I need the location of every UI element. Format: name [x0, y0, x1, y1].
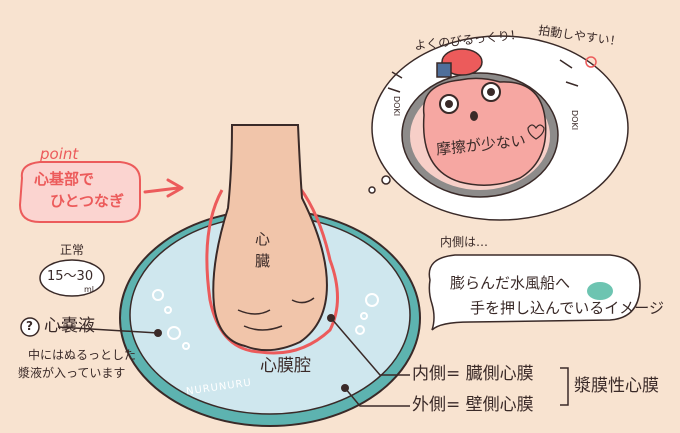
inner-layer-label: 内側= 臓側心膜	[412, 364, 534, 384]
pulse-ring-icon	[585, 56, 597, 68]
outer-pointer-line	[344, 387, 410, 407]
motion-marks-left	[387, 71, 403, 93]
heart-label-1: 心	[255, 230, 271, 248]
red-hat-icon	[441, 48, 483, 76]
point-line-1: 心基部で	[34, 170, 95, 188]
heart-small-icon	[527, 124, 545, 140]
outer-layer-label: 外側= 壁側心膜	[412, 395, 534, 415]
doki-right: DOKI	[570, 110, 579, 131]
normal-label: 正常	[60, 243, 85, 257]
normal-volume-bubble	[39, 259, 105, 297]
point-label: point	[40, 145, 79, 163]
arm	[212, 124, 328, 352]
point-line-2: ひとつなぎ	[50, 192, 124, 210]
doki-left: DOKI	[392, 96, 401, 117]
fluid-desc-1: 中にはぬるっとした	[28, 348, 137, 362]
cavity-label: 心膜腔	[260, 356, 311, 376]
balloon-line-1: 膨らんだ水風船へ	[450, 274, 571, 292]
hat-band	[436, 62, 452, 78]
balloon-line-2: 手を押し込んでいるイメージ	[470, 299, 664, 317]
motion-marks-right	[559, 59, 579, 87]
serous-bracket	[560, 367, 569, 406]
normal-unit: ml	[84, 285, 95, 294]
normal-value: 15～30	[47, 269, 94, 284]
fluid-title: 心嚢液	[44, 316, 95, 336]
question-mark: ?	[26, 319, 33, 333]
red-arrow-icon	[143, 178, 184, 198]
thought-dot-1	[381, 175, 391, 185]
question-circle-icon	[20, 317, 40, 337]
thought-dot-2	[368, 186, 376, 194]
point-bubble	[18, 161, 141, 223]
heart-label-2: 臓	[255, 252, 271, 270]
fluid-pointer-line	[57, 326, 159, 334]
finger-lines	[237, 297, 315, 331]
heart-pupil-right	[487, 88, 495, 96]
heart-mouth	[470, 111, 478, 121]
inner-pointer-line	[330, 317, 410, 376]
balloon-speech-bubble	[428, 254, 641, 331]
water-balloon-icon	[587, 282, 613, 300]
fluid-desc-2: 漿液が入っています	[18, 366, 126, 380]
serous-label: 漿膜性心膜	[574, 376, 659, 396]
inner-note: 内側は…	[440, 235, 489, 249]
visceral-layer	[205, 187, 339, 355]
heart-pupil-left	[445, 100, 453, 108]
